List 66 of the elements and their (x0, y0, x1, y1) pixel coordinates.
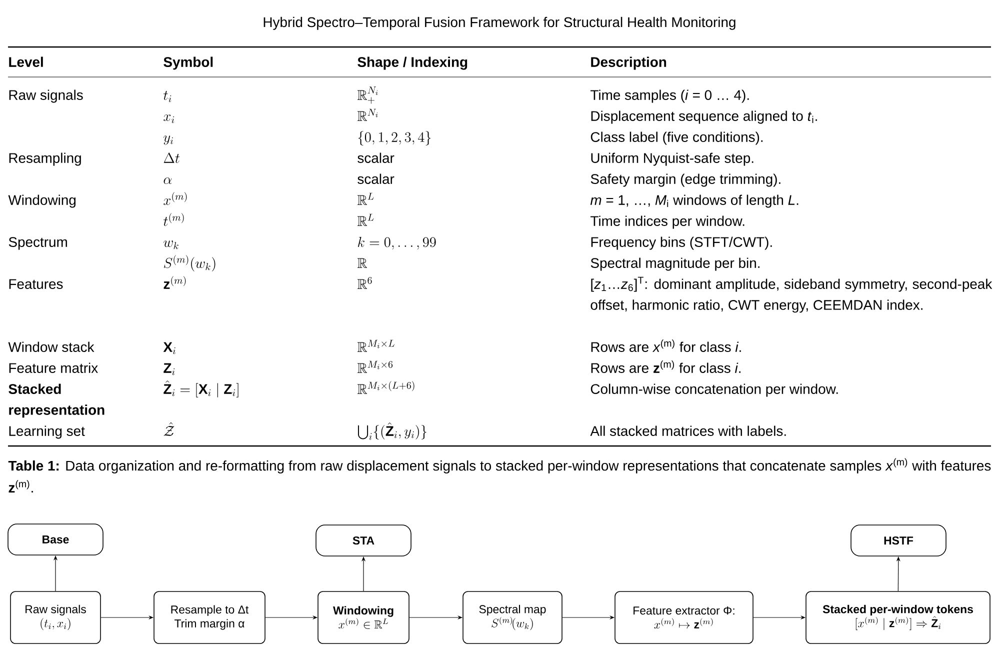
table-cell: $y_i$ (164, 136, 173, 145)
model-box: STA (316, 524, 412, 556)
table-cell: $\mathbb{R}^{N_i}$ (357, 108, 378, 121)
table-cell: Feature matrix (9, 362, 98, 373)
table-cell: $\mathbb{R}_{+}^{N_i}$ (357, 86, 378, 104)
table-cell: Time indices per window. (590, 216, 744, 229)
table-cell: Safety margin (edge trimming). (590, 174, 780, 187)
process-box: Feature extractor Φ: $x^{(m)} \mapsto \mathbf{z}^{(m)}$ (614, 591, 754, 644)
table-cell: $S^{(m)}(w_k)$ (164, 255, 216, 272)
table-cell: Uniform Nyquist-safe step. (591, 152, 754, 166)
table-cell: Learning set (9, 426, 85, 439)
table-cell: $x^{(m)}$ (164, 192, 187, 205)
column-header: Description (591, 56, 666, 70)
table-cell: Resampling (9, 152, 81, 166)
table-cell: $t^{(m)}$ (164, 213, 184, 226)
table-cell: Window stack (8, 342, 94, 352)
table-cell: $\mathbb{R}$ (357, 258, 368, 268)
model-box: HSTF (850, 524, 946, 556)
table-cell: $t_i$ (164, 90, 172, 102)
table-cell: Column-wise concatenation per window. (590, 384, 838, 397)
table-cell: m = 1, …, M$_{i}$ windows of length L. (590, 194, 798, 208)
table-cell: Frequency bins (STFT/CWT). (591, 236, 772, 250)
table-cell: Stacked representation (8, 384, 104, 418)
table-cell: $\mathbb{R}^{L}$ (357, 192, 374, 205)
table-cell: Rows are z$^{(m)}$ for class i. (591, 360, 740, 373)
table-cell: $\hat{\mathcal{Z}}$ (164, 422, 174, 436)
column-header: Symbol (164, 56, 213, 70)
column-header: Shape / Indexing (358, 56, 468, 70)
table-cell: $w_k$ (164, 240, 178, 250)
table-cell: Displacement sequence aligned to t$_{i}$. (591, 110, 817, 124)
table-cell: Spectral magnitude per bin. (590, 258, 760, 271)
table-cell: $\alpha$ (164, 178, 172, 184)
process-box: Stacked per-window tokens $[x^{(m)} \mid \mathbf{z}^{(m)}] \Rightarrow \hat{\mathbf{Z}}_i$ (806, 591, 990, 644)
table-cell: [z$_{1}$…z$_{6}$]$^{T}$: dominant amplitude, sideband symmetry, second-peak offset, harmonic ratio, CWT energy, CEEMDAN index. (590, 276, 992, 313)
table-cell: Raw signals (9, 90, 83, 103)
column-header: Level (9, 56, 43, 67)
table-cell: Time samples (i = 0 … 4). (590, 90, 749, 103)
table-cell: $\mathbb{R}^{M_i \times 6}$ (357, 360, 393, 373)
process-box: Spectral map $S^{(m)}\!(w_{k})$ (462, 591, 562, 644)
table-cell: $k = 0, \ldots, 99$ (358, 236, 436, 250)
table-cell: $\mathbf{z}^{(m)}$ (164, 276, 186, 289)
table-cell: $\mathbf{X}_i$ (163, 342, 176, 354)
table-cell: $x_i$ (164, 114, 174, 124)
table-cell: All stacked matrices with labels. (590, 426, 786, 436)
table-cell: $\Delta t$ (164, 152, 180, 163)
table-cell: $\mathbf{Z}_i$ (164, 363, 175, 376)
table-cell: scalar (358, 152, 394, 163)
table-cell: $\{0, 1, 2, 3, 4\}$ (358, 131, 431, 146)
table-cell: $\mathbb{R}^{M_i \times L}$ (357, 340, 394, 352)
table-cell: Class label (five conditions). (590, 132, 763, 145)
model-box: Base (8, 524, 104, 556)
table-cell: $\mathbb{R}^{L}$ (357, 214, 374, 226)
table-cell: $\bigcup_i \{(\hat{\mathbf{Z}}_i, y_i)\}$ (358, 422, 426, 440)
table-cell: $\mathbb{R}^{6}$ (357, 277, 372, 289)
table-cell: Features (9, 279, 63, 289)
table-cell: scalar (358, 174, 394, 184)
process-box: Windowing $x^{(m)} \in \mathbb{R}^{L}$ (318, 591, 410, 644)
table-cell: Spectrum (8, 237, 67, 250)
table-cell: $\hat{\mathbf{Z}}_i = [\mathbf{X}_i \mid \mathbf{Z}_i]$ (164, 380, 238, 398)
table-cell: Windowing (8, 194, 76, 208)
caption: Table 1: Data organization and re-formatting from raw displacement signals to stacked per-window representations that concatenate samples x$^{(m)}$ with features z$^{(m)}$. (8, 458, 991, 492)
title: Hybrid Spectro–Temporal Fusion Framework for Structural Health Monitoring (264, 16, 736, 30)
process-box: Resample to Δt Trim margin α (154, 591, 266, 644)
table-cell: Rows are x$^{(m)}$ for class i. (591, 340, 741, 352)
table-cell: $\mathbb{R}^{M_i \times (L+6)}$ (357, 381, 414, 394)
process-box: Raw signals $(t_i, x_i)$ (10, 591, 101, 644)
